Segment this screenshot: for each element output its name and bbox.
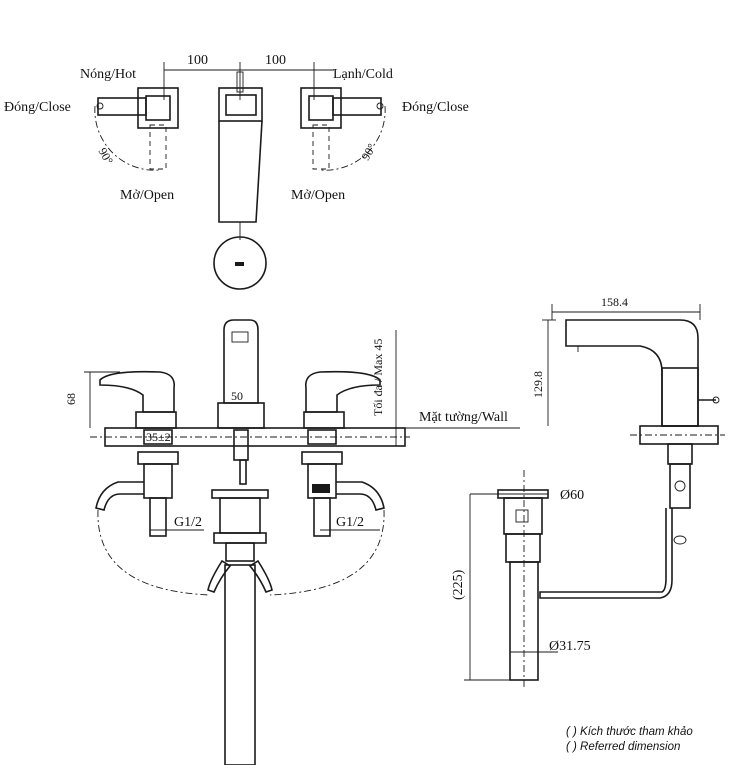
hot-handle-front: 35±2 G1/2 [95, 370, 204, 537]
note-reference-vn: ( ) Kích thước tham khảo [566, 726, 693, 738]
dim-spacing-right: 100 [265, 53, 286, 68]
dim-spout-reach: 158.4 [601, 295, 628, 309]
dim-spacing-left: 100 [187, 53, 208, 68]
spout-top [213, 71, 267, 290]
side-view: 158.4 129.8 Ø60 (225) Ø31.75 [451, 295, 725, 690]
dim-drain-length: (225) [451, 569, 466, 600]
label-hot: Nóng/Hot [80, 67, 136, 82]
dim-nut: 35±2 [146, 430, 171, 444]
dim-drain-diameter: Ø60 [560, 488, 584, 503]
hot-handle-top [94, 87, 179, 171]
dim-spout-depth: 50 [231, 389, 243, 403]
top-view: 100 100 Nóng/Hot Lạnh/Cold Đóng/Close Đó… [4, 53, 469, 290]
dim-pipe-diameter: Ø31.75 [549, 639, 591, 654]
dim-thread-left: G1/2 [174, 515, 202, 530]
cold-handle-front: G1/2 [301, 370, 385, 537]
label-open-right: Mở/Open [291, 188, 345, 203]
front-view: Mặt tường/Wall Tối đa / Max 45 68 35±2 G… [64, 319, 520, 765]
dim-handle-height: 68 [64, 393, 78, 405]
spout-front: 50 [207, 319, 273, 765]
label-close-left: Đóng/Close [4, 100, 71, 115]
note-reference-en: ( ) Referred dimension [566, 741, 681, 753]
label-open-left: Mở/Open [120, 188, 174, 203]
label-wall: Mặt tường/Wall [419, 410, 508, 425]
label-angle-left: 90° [95, 145, 116, 167]
label-close-right: Đóng/Close [402, 100, 469, 115]
cold-handle-top [300, 87, 386, 171]
label-cold: Lạnh/Cold [333, 67, 393, 82]
label-max-thickness: Tối đa / Max 45 [371, 339, 385, 416]
dim-spout-height: 129.8 [531, 371, 545, 398]
dim-thread-right: G1/2 [336, 515, 364, 530]
